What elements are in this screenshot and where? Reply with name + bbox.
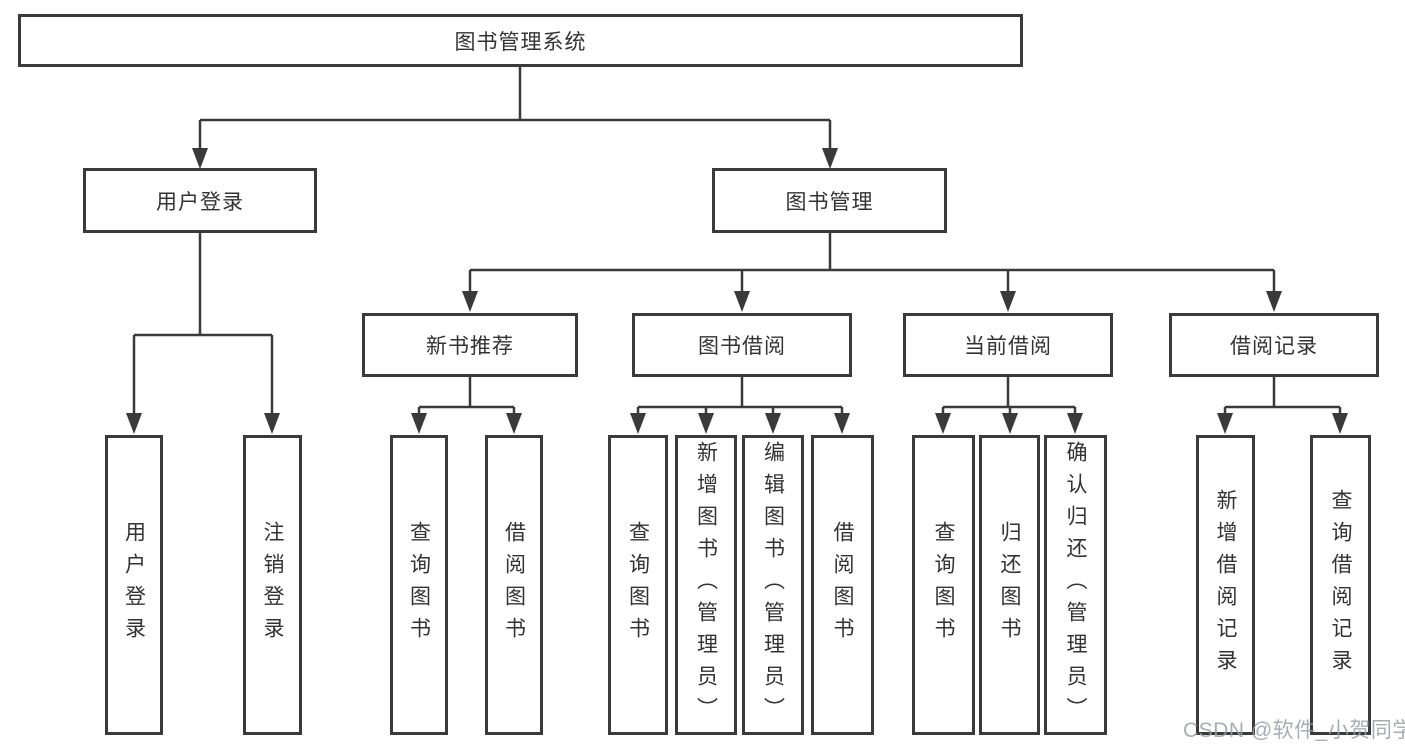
node-borrowing-records: 借阅记录 — [1169, 313, 1379, 377]
csdn-watermark: CSDN @软件_小贺同学 — [1183, 719, 1405, 742]
leaf-user-login: 用户登录 — [105, 435, 163, 735]
leaf-records-add-record: 新增借阅记录 — [1196, 435, 1255, 735]
node-current-borrowing-label: 当前借阅 — [964, 335, 1052, 358]
arrow-down-icon — [411, 413, 427, 434]
leaf-current-confirm-return-admin-label: 确认归还（管理员） — [1064, 441, 1087, 729]
arrow-down-icon — [1002, 413, 1018, 434]
arrow-down-icon — [630, 413, 646, 434]
node-borrowing-records-label: 借阅记录 — [1230, 335, 1318, 358]
node-new-book-recommend-label: 新书推荐 — [426, 335, 514, 358]
leaf-current-return-books: 归还图书 — [979, 435, 1040, 735]
leaf-newbooks-borrow-books-label: 借阅图书 — [502, 521, 526, 649]
node-user-login: 用户登录 — [83, 168, 317, 233]
arrow-down-icon — [1217, 413, 1233, 434]
leaf-logout: 注销登录 — [243, 435, 302, 735]
leaf-borrowing-edit-books-admin-label: 编辑图书（管理员） — [761, 441, 785, 729]
node-user-login-label: 用户登录 — [156, 190, 244, 214]
leaf-current-confirm-return-admin: 确认归还（管理员） — [1044, 435, 1107, 735]
leaf-newbooks-query-books: 查询图书 — [390, 435, 448, 735]
arrow-down-icon — [734, 291, 750, 312]
arrowheads — [126, 148, 1348, 434]
leaf-records-query-record: 查询借阅记录 — [1310, 435, 1371, 735]
leaf-current-query-books: 查询图书 — [912, 435, 975, 735]
node-root-label: 图书管理系统 — [454, 30, 587, 54]
arrow-down-icon — [765, 413, 781, 434]
arrow-down-icon — [1000, 291, 1016, 312]
arrow-down-icon — [462, 291, 478, 312]
arrow-down-icon — [506, 413, 522, 434]
arrow-down-icon — [1332, 413, 1348, 434]
leaf-newbooks-borrow-books: 借阅图书 — [485, 435, 543, 735]
leaf-borrowing-add-books-admin-label: 新增图书（管理员） — [694, 441, 718, 729]
arrow-down-icon — [264, 413, 280, 434]
node-book-management: 图书管理 — [712, 168, 947, 233]
leaf-logout-label: 注销登录 — [261, 521, 284, 649]
arrow-down-icon — [834, 413, 850, 434]
leaf-current-query-books-label: 查询图书 — [932, 521, 955, 649]
leaf-records-add-record-label: 新增借阅记录 — [1214, 489, 1237, 681]
node-root: 图书管理系统 — [18, 14, 1023, 67]
node-book-borrowing-label: 图书借阅 — [698, 335, 786, 358]
leaf-records-query-record-label: 查询借阅记录 — [1329, 489, 1352, 681]
node-current-borrowing: 当前借阅 — [903, 313, 1113, 377]
arrow-down-icon — [935, 413, 951, 434]
leaf-user-login-label: 用户登录 — [122, 521, 146, 649]
arrow-down-icon — [822, 148, 838, 169]
leaf-borrowing-add-books-admin: 新增图书（管理员） — [675, 435, 737, 735]
arrow-down-icon — [698, 413, 714, 434]
arrow-down-icon — [192, 148, 208, 169]
leaf-borrowing-edit-books-admin: 编辑图书（管理员） — [742, 435, 804, 735]
leaf-borrowing-borrow-books-label: 借阅图书 — [831, 521, 854, 649]
arrow-down-icon — [1067, 413, 1083, 434]
leaf-newbooks-query-books-label: 查询图书 — [407, 521, 431, 649]
arrow-down-icon — [126, 413, 142, 434]
leaf-borrowing-query-books-label: 查询图书 — [626, 521, 650, 649]
connector-lines — [132, 67, 1342, 416]
node-new-book-recommend: 新书推荐 — [362, 313, 578, 377]
leaf-current-return-books-label: 归还图书 — [998, 521, 1021, 649]
node-book-borrowing: 图书借阅 — [632, 313, 852, 377]
arrow-down-icon — [1266, 291, 1282, 312]
node-book-management-label: 图书管理 — [785, 190, 874, 214]
leaf-borrowing-query-books: 查询图书 — [608, 435, 668, 735]
leaf-borrowing-borrow-books: 借阅图书 — [811, 435, 874, 735]
